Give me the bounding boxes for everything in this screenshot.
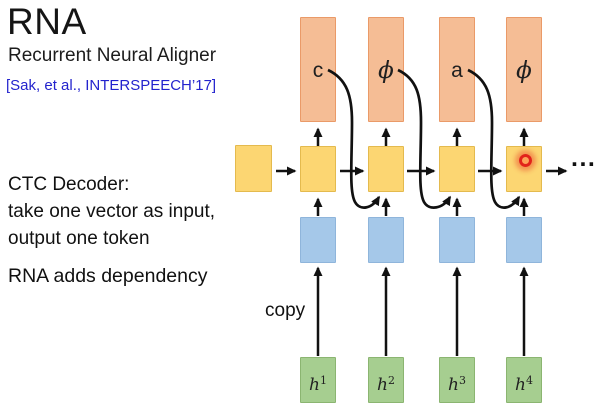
ellipsis: ...	[571, 144, 597, 172]
slide-subtitle: Recurrent Neural Aligner	[8, 45, 217, 66]
attention-dot	[519, 154, 532, 167]
output-token-c: c	[312, 59, 324, 82]
encoder-box-4	[506, 217, 542, 263]
input-label-h1: h1	[309, 374, 327, 395]
input-box-3	[439, 357, 475, 403]
encoder-box-3	[439, 217, 475, 263]
input-box-2	[368, 357, 404, 403]
decoder-box-1	[300, 146, 336, 192]
citation: [Sak, et al., INTERSPEECH’17]	[6, 77, 217, 94]
input-box-4	[506, 357, 542, 403]
input-label-h2: h2	[377, 374, 395, 395]
output-token-phi-2: ϕ	[516, 58, 532, 84]
slide-title: RNA	[7, 1, 87, 42]
body-text: CTC Decoder: take one vector as input, o…	[8, 171, 215, 252]
note-text: RNA adds dependency	[8, 265, 208, 287]
decoder-box-4	[506, 146, 542, 192]
decoder-box-2	[368, 146, 404, 192]
encoder-box-1	[300, 217, 336, 263]
output-token-phi-1: ϕ	[378, 58, 394, 84]
output-token-a: a	[451, 59, 463, 82]
input-box-1	[300, 357, 336, 403]
decoder-box-3	[439, 146, 475, 192]
input-label-h3: h3	[448, 374, 466, 395]
encoder-box-2	[368, 217, 404, 263]
body-line-3: output one token	[8, 228, 150, 249]
body-line-1: CTC Decoder:	[8, 174, 130, 195]
body-line-2: take one vector as input,	[8, 201, 216, 222]
input-label-h4: h4	[515, 374, 533, 395]
copy-label: copy	[265, 300, 306, 321]
decoder-state-box	[235, 145, 272, 192]
